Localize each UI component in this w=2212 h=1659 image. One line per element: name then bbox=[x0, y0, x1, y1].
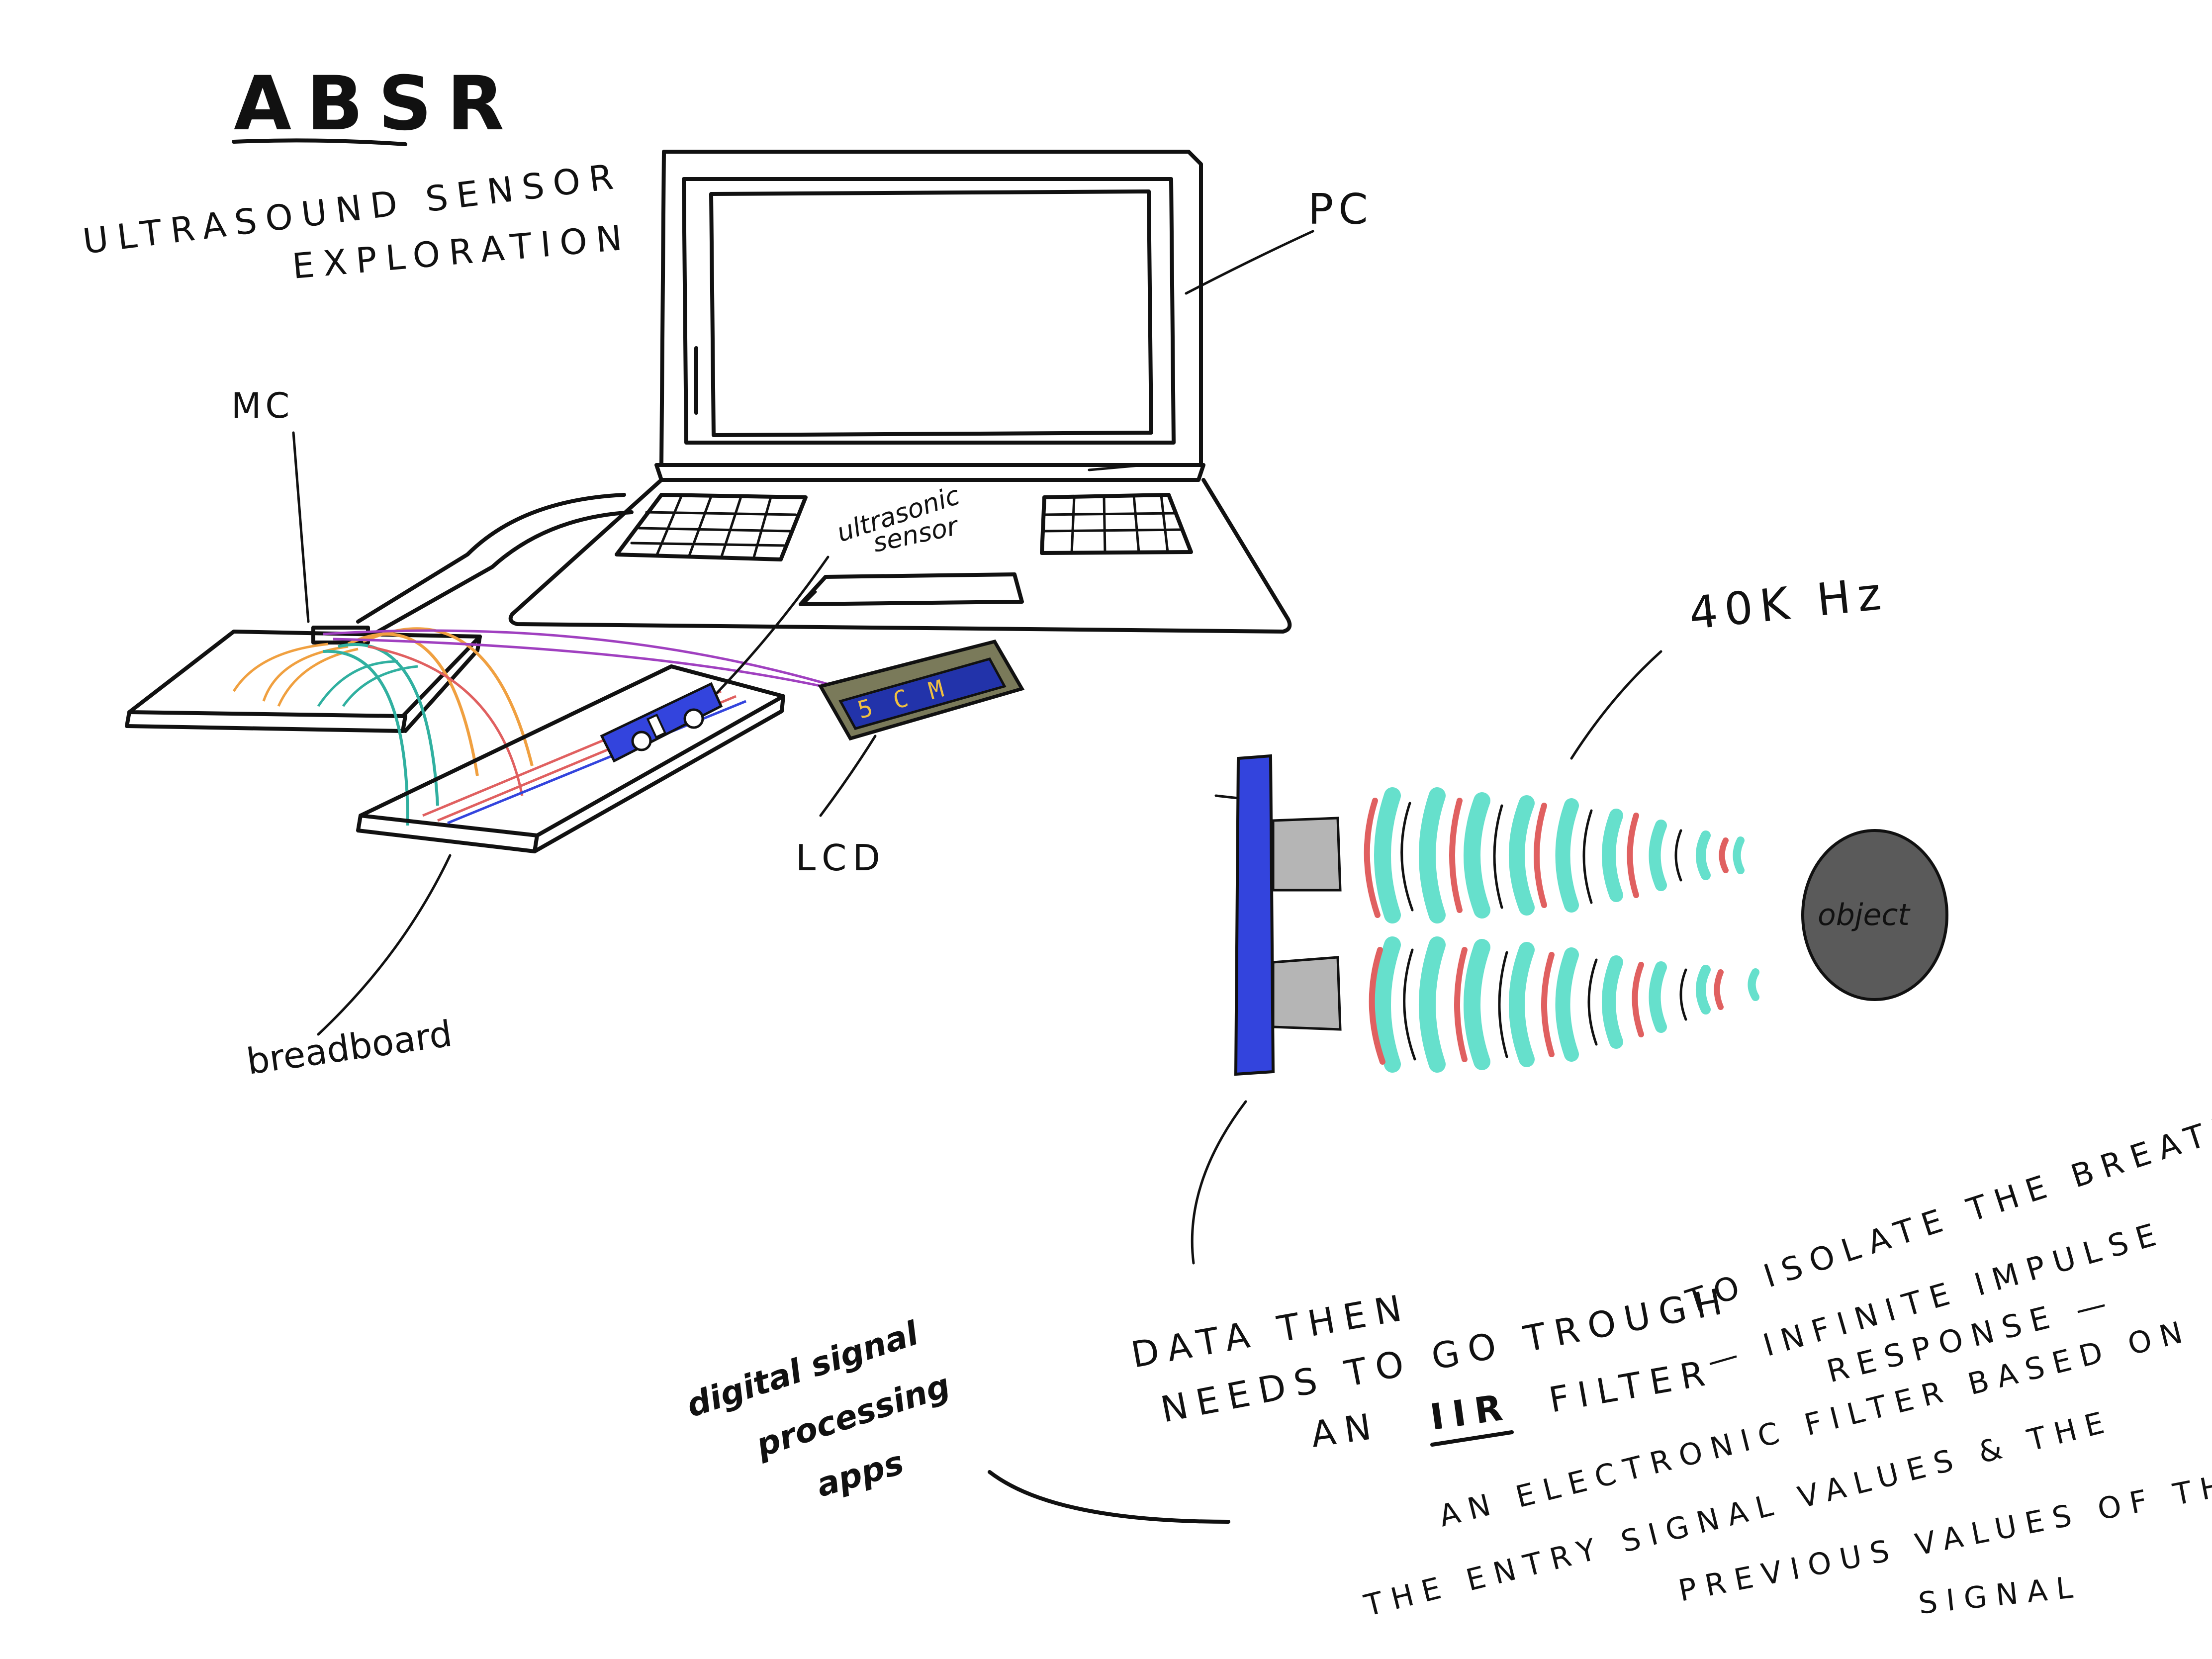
note-iir-suffix: FILTER bbox=[1546, 1352, 1717, 1421]
breadboard-leader-line bbox=[318, 855, 450, 1034]
filter-notes: DATA THEN NEEDS TO GO TROUGH TO ISOLATE … bbox=[1128, 1105, 2212, 1623]
note-iir-prefix: AN bbox=[1308, 1404, 1382, 1456]
note-electronic-line4: SIGNAL bbox=[1917, 1569, 2083, 1621]
title: ABSR bbox=[234, 61, 519, 147]
pc-leader-line bbox=[1186, 231, 1313, 293]
note-iir: IIR bbox=[1428, 1385, 1514, 1438]
lcd-label: LCD bbox=[796, 837, 886, 879]
lcd-module: 5 C M bbox=[821, 642, 1022, 738]
notes-leader-line bbox=[1192, 1102, 1246, 1263]
object-label: object bbox=[1818, 898, 1911, 932]
note-dsp-line3: apps bbox=[812, 1443, 908, 1504]
breadboard-label: breadboard bbox=[244, 1013, 455, 1083]
lcd-leader-line bbox=[821, 736, 875, 816]
mc-leader-line bbox=[293, 433, 308, 622]
frequency-label: 40K Hz bbox=[1686, 567, 1890, 640]
object: object bbox=[1803, 830, 1947, 1000]
ultrasound-waves bbox=[1367, 796, 1755, 1064]
frequency-leader-line bbox=[1571, 651, 1661, 758]
mc-label: MC bbox=[231, 385, 293, 426]
dsp-connector-line bbox=[990, 1472, 1228, 1522]
sensor-closeup bbox=[1216, 756, 1340, 1074]
pc-label: PC bbox=[1308, 185, 1373, 234]
title-block: ABSR ULTRASOUND SENSOR EXPLORATION bbox=[81, 61, 633, 287]
laptop-pc bbox=[358, 152, 1290, 632]
